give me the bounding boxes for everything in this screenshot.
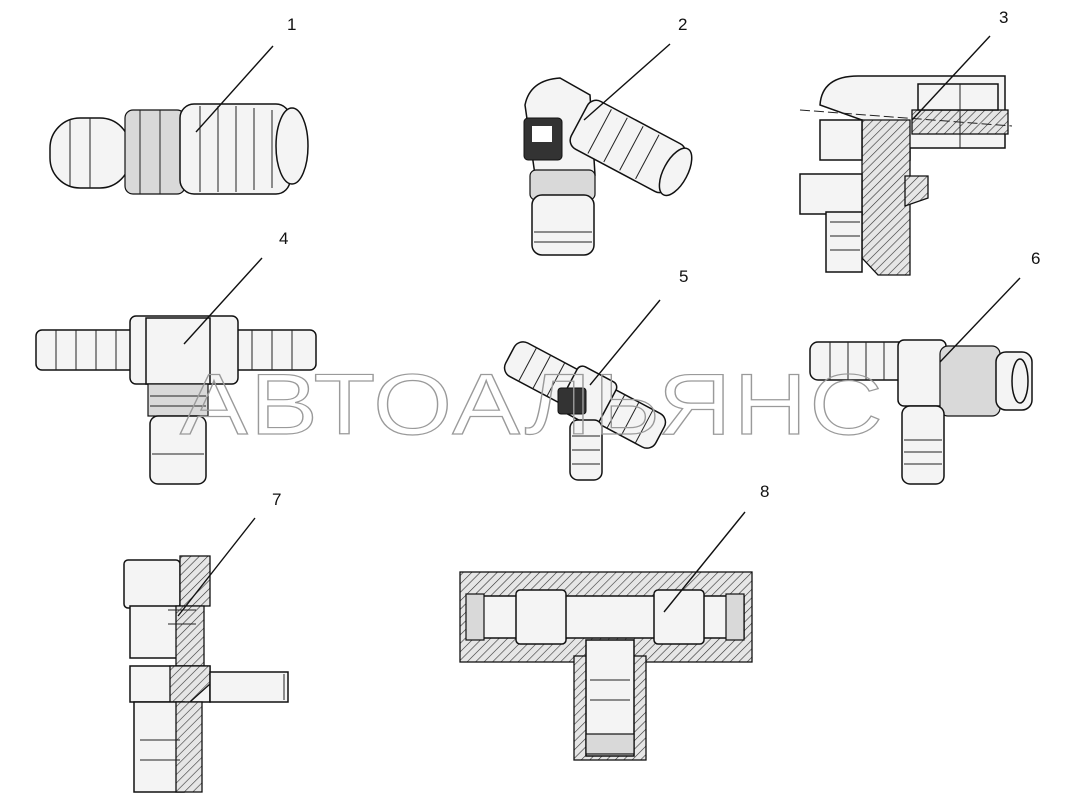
part-6-tee-quick-coupling [809, 277, 1033, 485]
part-7-section-view [123, 517, 289, 793]
watermark-text: АВТОАЛЬЯНС [180, 357, 885, 453]
callout-6: 6 [1031, 249, 1040, 268]
callout-2: 2 [678, 15, 687, 34]
part-5-tee-connector-clip [503, 299, 667, 481]
part-1-straight-connector [49, 45, 309, 195]
part-4-tee-connector [35, 257, 317, 485]
part-2-elbow-connector [523, 43, 693, 256]
callout-4: 4 [279, 229, 288, 248]
part-8-tee-section [459, 511, 753, 761]
callout-8: 8 [760, 482, 769, 501]
part-3-elbow-section [799, 35, 1013, 276]
callout-1: 1 [287, 15, 296, 34]
callout-3: 3 [999, 8, 1008, 27]
callout-7: 7 [272, 490, 281, 509]
callout-5: 5 [679, 267, 688, 286]
